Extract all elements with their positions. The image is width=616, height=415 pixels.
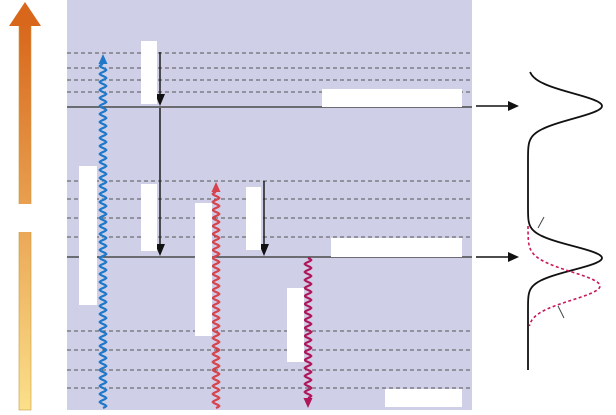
pointer-arrow-lower — [476, 252, 519, 262]
excitation-wavy-arrow — [211, 190, 221, 410]
spectrum-pointer-tick-lower — [557, 305, 565, 319]
label-box-emission — [287, 288, 304, 362]
label-box-relax-long — [141, 184, 157, 251]
label-box-relax-upper — [141, 41, 157, 104]
energy-axis-arrow — [9, 2, 41, 411]
label-box-excited-state — [322, 89, 462, 107]
label-box-absorption — [79, 166, 97, 305]
relaxation-arrow-lower — [259, 181, 269, 256]
label-boxes — [79, 41, 462, 407]
absorption-spectrum-curve — [527, 71, 603, 370]
spectrum-pointer-tick-upper — [537, 216, 545, 229]
label-box-excitation — [195, 203, 212, 336]
emission-wavy-arrow — [303, 256, 313, 400]
emission-spectrum-curve — [527, 226, 601, 327]
absorption-wavy-arrow — [98, 62, 108, 410]
label-box-relax-lower — [246, 187, 261, 250]
excitation-arrowhead — [211, 182, 221, 192]
relaxation-arrow-long — [155, 108, 165, 256]
pointer-arrow-upper — [476, 101, 519, 111]
label-box-ground-state — [385, 389, 462, 407]
energy-axis-label-box — [12, 204, 38, 232]
relaxation-arrow-upper — [155, 52, 165, 106]
emission-arrowhead — [303, 398, 313, 408]
diagram-panel — [67, 0, 472, 410]
absorption-arrowhead — [98, 54, 108, 64]
label-box-lower-state — [331, 238, 462, 257]
